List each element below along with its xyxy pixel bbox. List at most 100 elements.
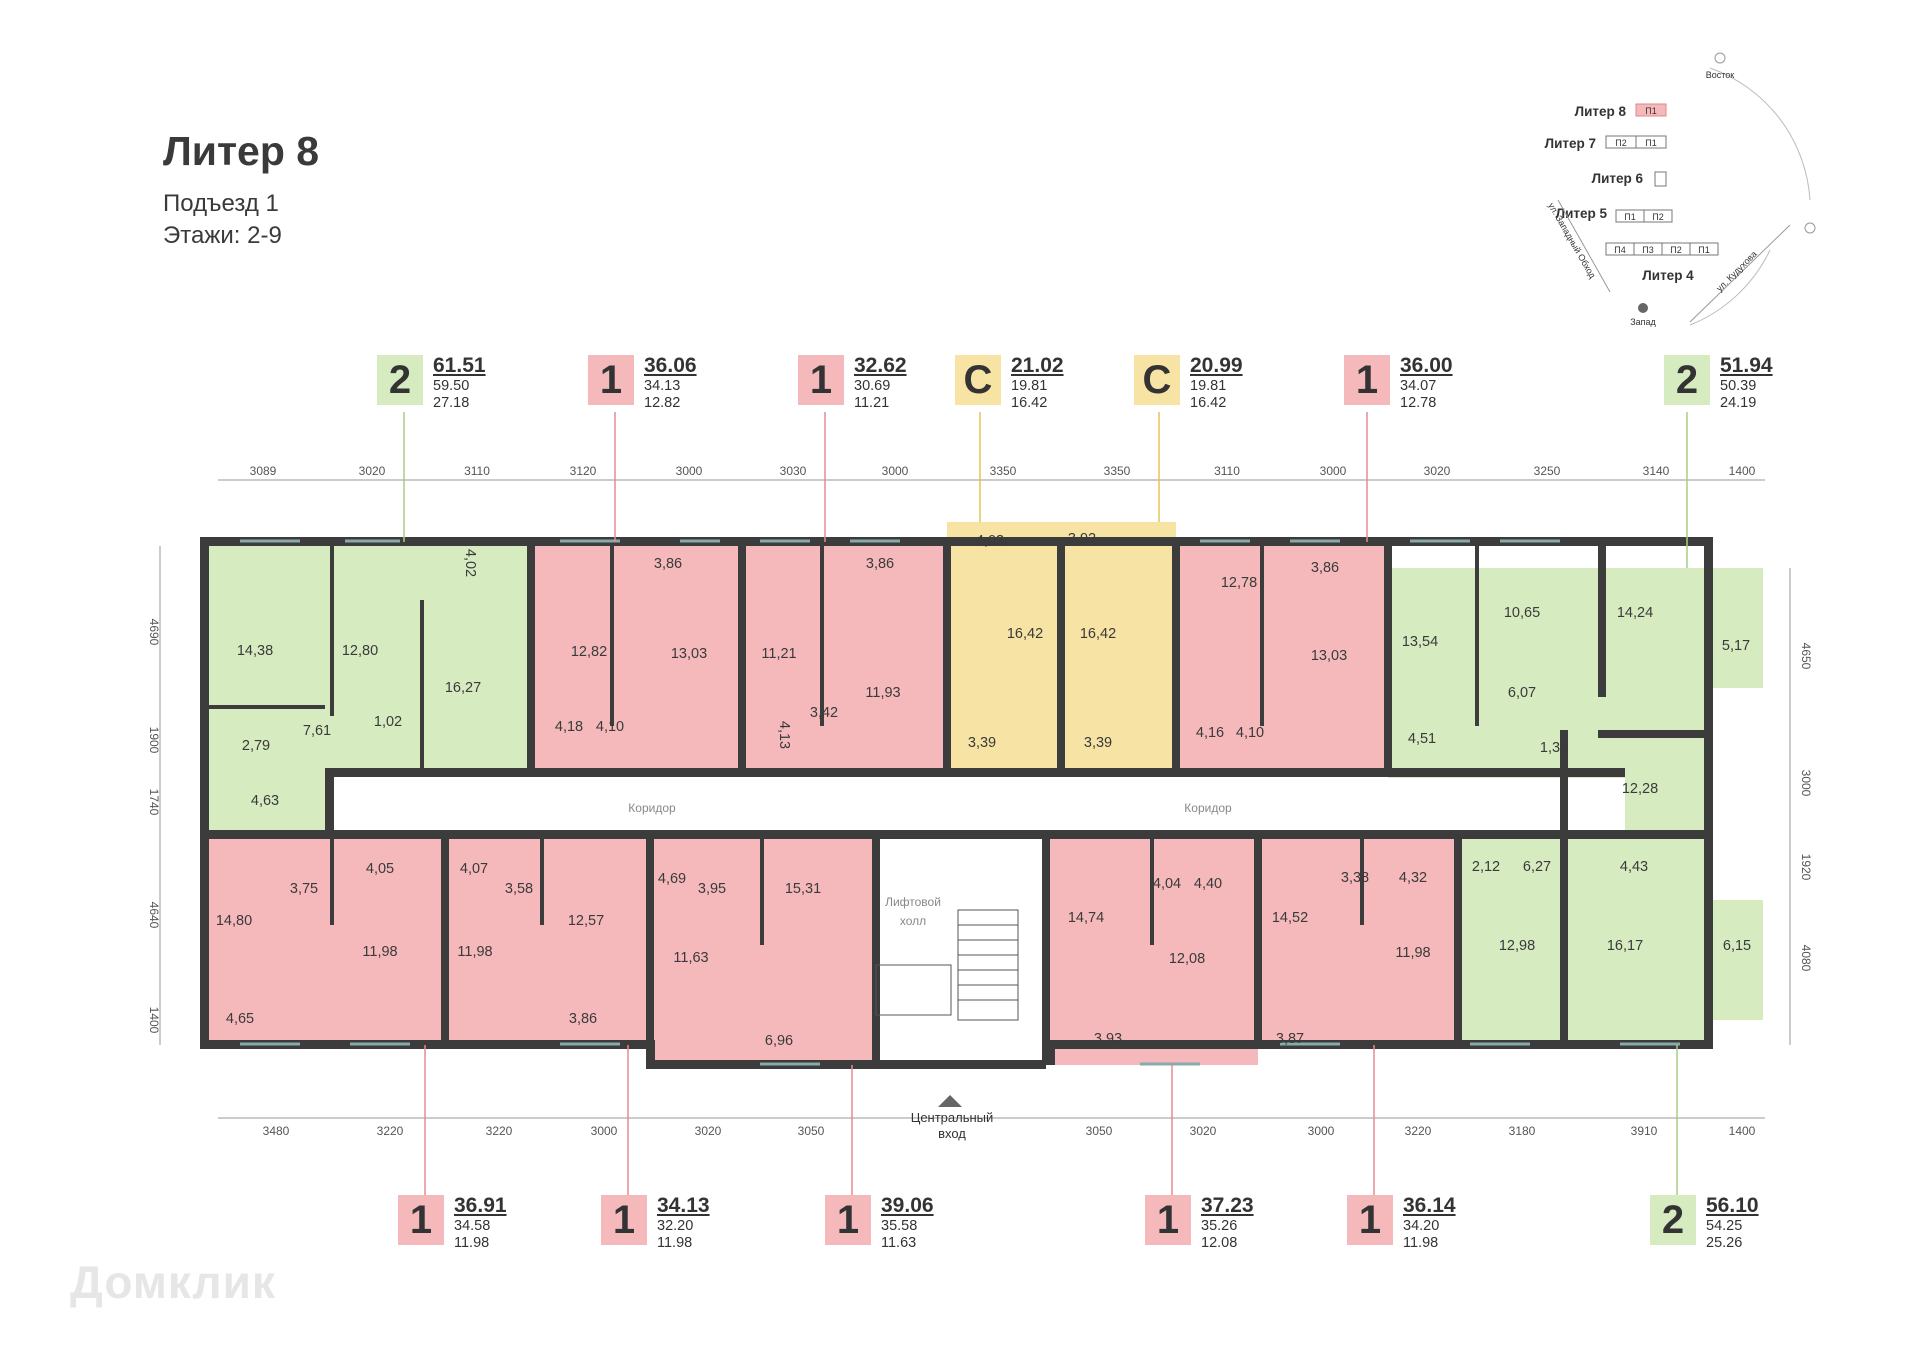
room-area: 3,92 [1068, 531, 1096, 547]
room-area: 3,42 [810, 705, 838, 721]
entrance-arrow-icon [938, 1095, 962, 1107]
room-area: 3,95 [698, 881, 726, 897]
room-area: 12,82 [571, 644, 607, 660]
liter4-p3: П3 [1642, 245, 1653, 255]
liter7-p2: П2 [1615, 138, 1626, 148]
room-area: 4,43 [1620, 859, 1648, 875]
total-area: 36.14 [1403, 1194, 1456, 1217]
room-area: 12,28 [1622, 781, 1658, 797]
entrance-label: Центральный [911, 1110, 994, 1125]
apt-bot-1-fill [205, 835, 445, 1045]
room-count-badge: 1 [398, 1195, 444, 1245]
dim-bottom: 3220 [486, 1124, 513, 1138]
room-count-badge: С [955, 355, 1001, 405]
kitchen-area: 25.26 [1706, 1234, 1743, 1251]
room-area: 4,18 [555, 719, 583, 735]
liter7-label: Литер 7 [1545, 136, 1596, 151]
room-area: 13,03 [1311, 648, 1347, 664]
room-count-badge: 1 [1347, 1195, 1393, 1245]
room-count-badge: 2 [1650, 1195, 1696, 1245]
dim-bottom: 3000 [591, 1124, 618, 1138]
room-area: 14,80 [216, 913, 252, 929]
room-area: 13,03 [671, 646, 707, 662]
dim-top: 3020 [359, 464, 386, 478]
sun-west-icon [1638, 303, 1648, 313]
liter8-p1: П1 [1645, 106, 1656, 116]
dim-top: 3089 [250, 464, 277, 478]
dim-bottom: 3000 [1308, 1124, 1335, 1138]
dim-top: 3140 [1643, 464, 1670, 478]
entrance-label: Подъезд 1 [163, 190, 279, 217]
total-area: 56.10 [1706, 1194, 1759, 1217]
room-area: 16,17 [1607, 938, 1643, 954]
dim-bottom: 3180 [1509, 1124, 1536, 1138]
room-area: 4,04 [1153, 876, 1181, 892]
room-area: 3,87 [1276, 1031, 1304, 1047]
apt-top-3-fill [742, 542, 947, 772]
dim-bottom: 3910 [1631, 1124, 1658, 1138]
apt-top-5-fill [1061, 522, 1176, 772]
room-area: 12,98 [1499, 938, 1535, 954]
room-area: 11,98 [457, 944, 492, 960]
apt-top-1-fill-b [205, 772, 325, 832]
living-area: 34.20 [1403, 1218, 1440, 1234]
liter8-label: Литер 8 [1575, 104, 1627, 119]
watermark: Домклик [70, 1256, 276, 1308]
room-area: 6,96 [765, 1033, 793, 1049]
west-label: Запад [1630, 317, 1656, 327]
dim-top: 3000 [676, 464, 703, 478]
dim-left: 4640 [147, 902, 161, 929]
room-area: 11,98 [1395, 945, 1430, 961]
dim-top: 3350 [1104, 464, 1131, 478]
east-label: Восток [1706, 70, 1735, 80]
living-area: 30.69 [854, 378, 891, 394]
street-east-label: ул. Кудухова [1714, 249, 1758, 293]
total-area: 36.00 [1400, 354, 1453, 377]
dim-top: 3110 [464, 464, 490, 478]
dim-bottom: 3220 [377, 1124, 404, 1138]
room-area: 3,93 [1094, 1031, 1122, 1047]
dim-top: 3020 [1424, 464, 1451, 478]
dim-bottom: 3020 [695, 1124, 722, 1138]
living-area: 35.58 [881, 1218, 918, 1234]
apt-top-2-fill [531, 542, 742, 772]
living-area: 19.81 [1190, 378, 1227, 394]
room-area: 3,86 [1311, 560, 1339, 576]
kitchen-area: 16.42 [1011, 394, 1048, 411]
total-area: 36.06 [644, 354, 697, 377]
sun-south-icon [1804, 222, 1816, 234]
room-area: 12,80 [342, 643, 378, 659]
apt-bot-5-fill [1258, 835, 1458, 1045]
room-area: 16,27 [445, 680, 481, 696]
kitchen-area: 11.21 [854, 394, 890, 411]
dim-top: 3000 [1320, 464, 1347, 478]
living-area: 34.07 [1400, 378, 1437, 394]
total-area: 36.91 [454, 1194, 507, 1217]
kitchen-area: 12.08 [1201, 1234, 1238, 1251]
room-area: 4,07 [460, 861, 488, 877]
room-area: 15,31 [785, 881, 821, 897]
kitchen-area: 12.78 [1400, 394, 1437, 411]
room-area: 3,86 [654, 556, 682, 572]
apt-top-1-fill [205, 542, 531, 772]
total-area: 37.23 [1201, 1194, 1254, 1217]
room-area: 4,10 [596, 719, 624, 735]
room-area: 1,38 [1540, 740, 1568, 756]
room-area: 4,03 [976, 533, 1004, 549]
site-plan: Восток Запад Литер 8 П1 Литер 7 П2 П1 Ли… [1545, 52, 1816, 327]
living-area: 35.26 [1201, 1218, 1238, 1234]
room-area: 11,63 [673, 950, 708, 966]
